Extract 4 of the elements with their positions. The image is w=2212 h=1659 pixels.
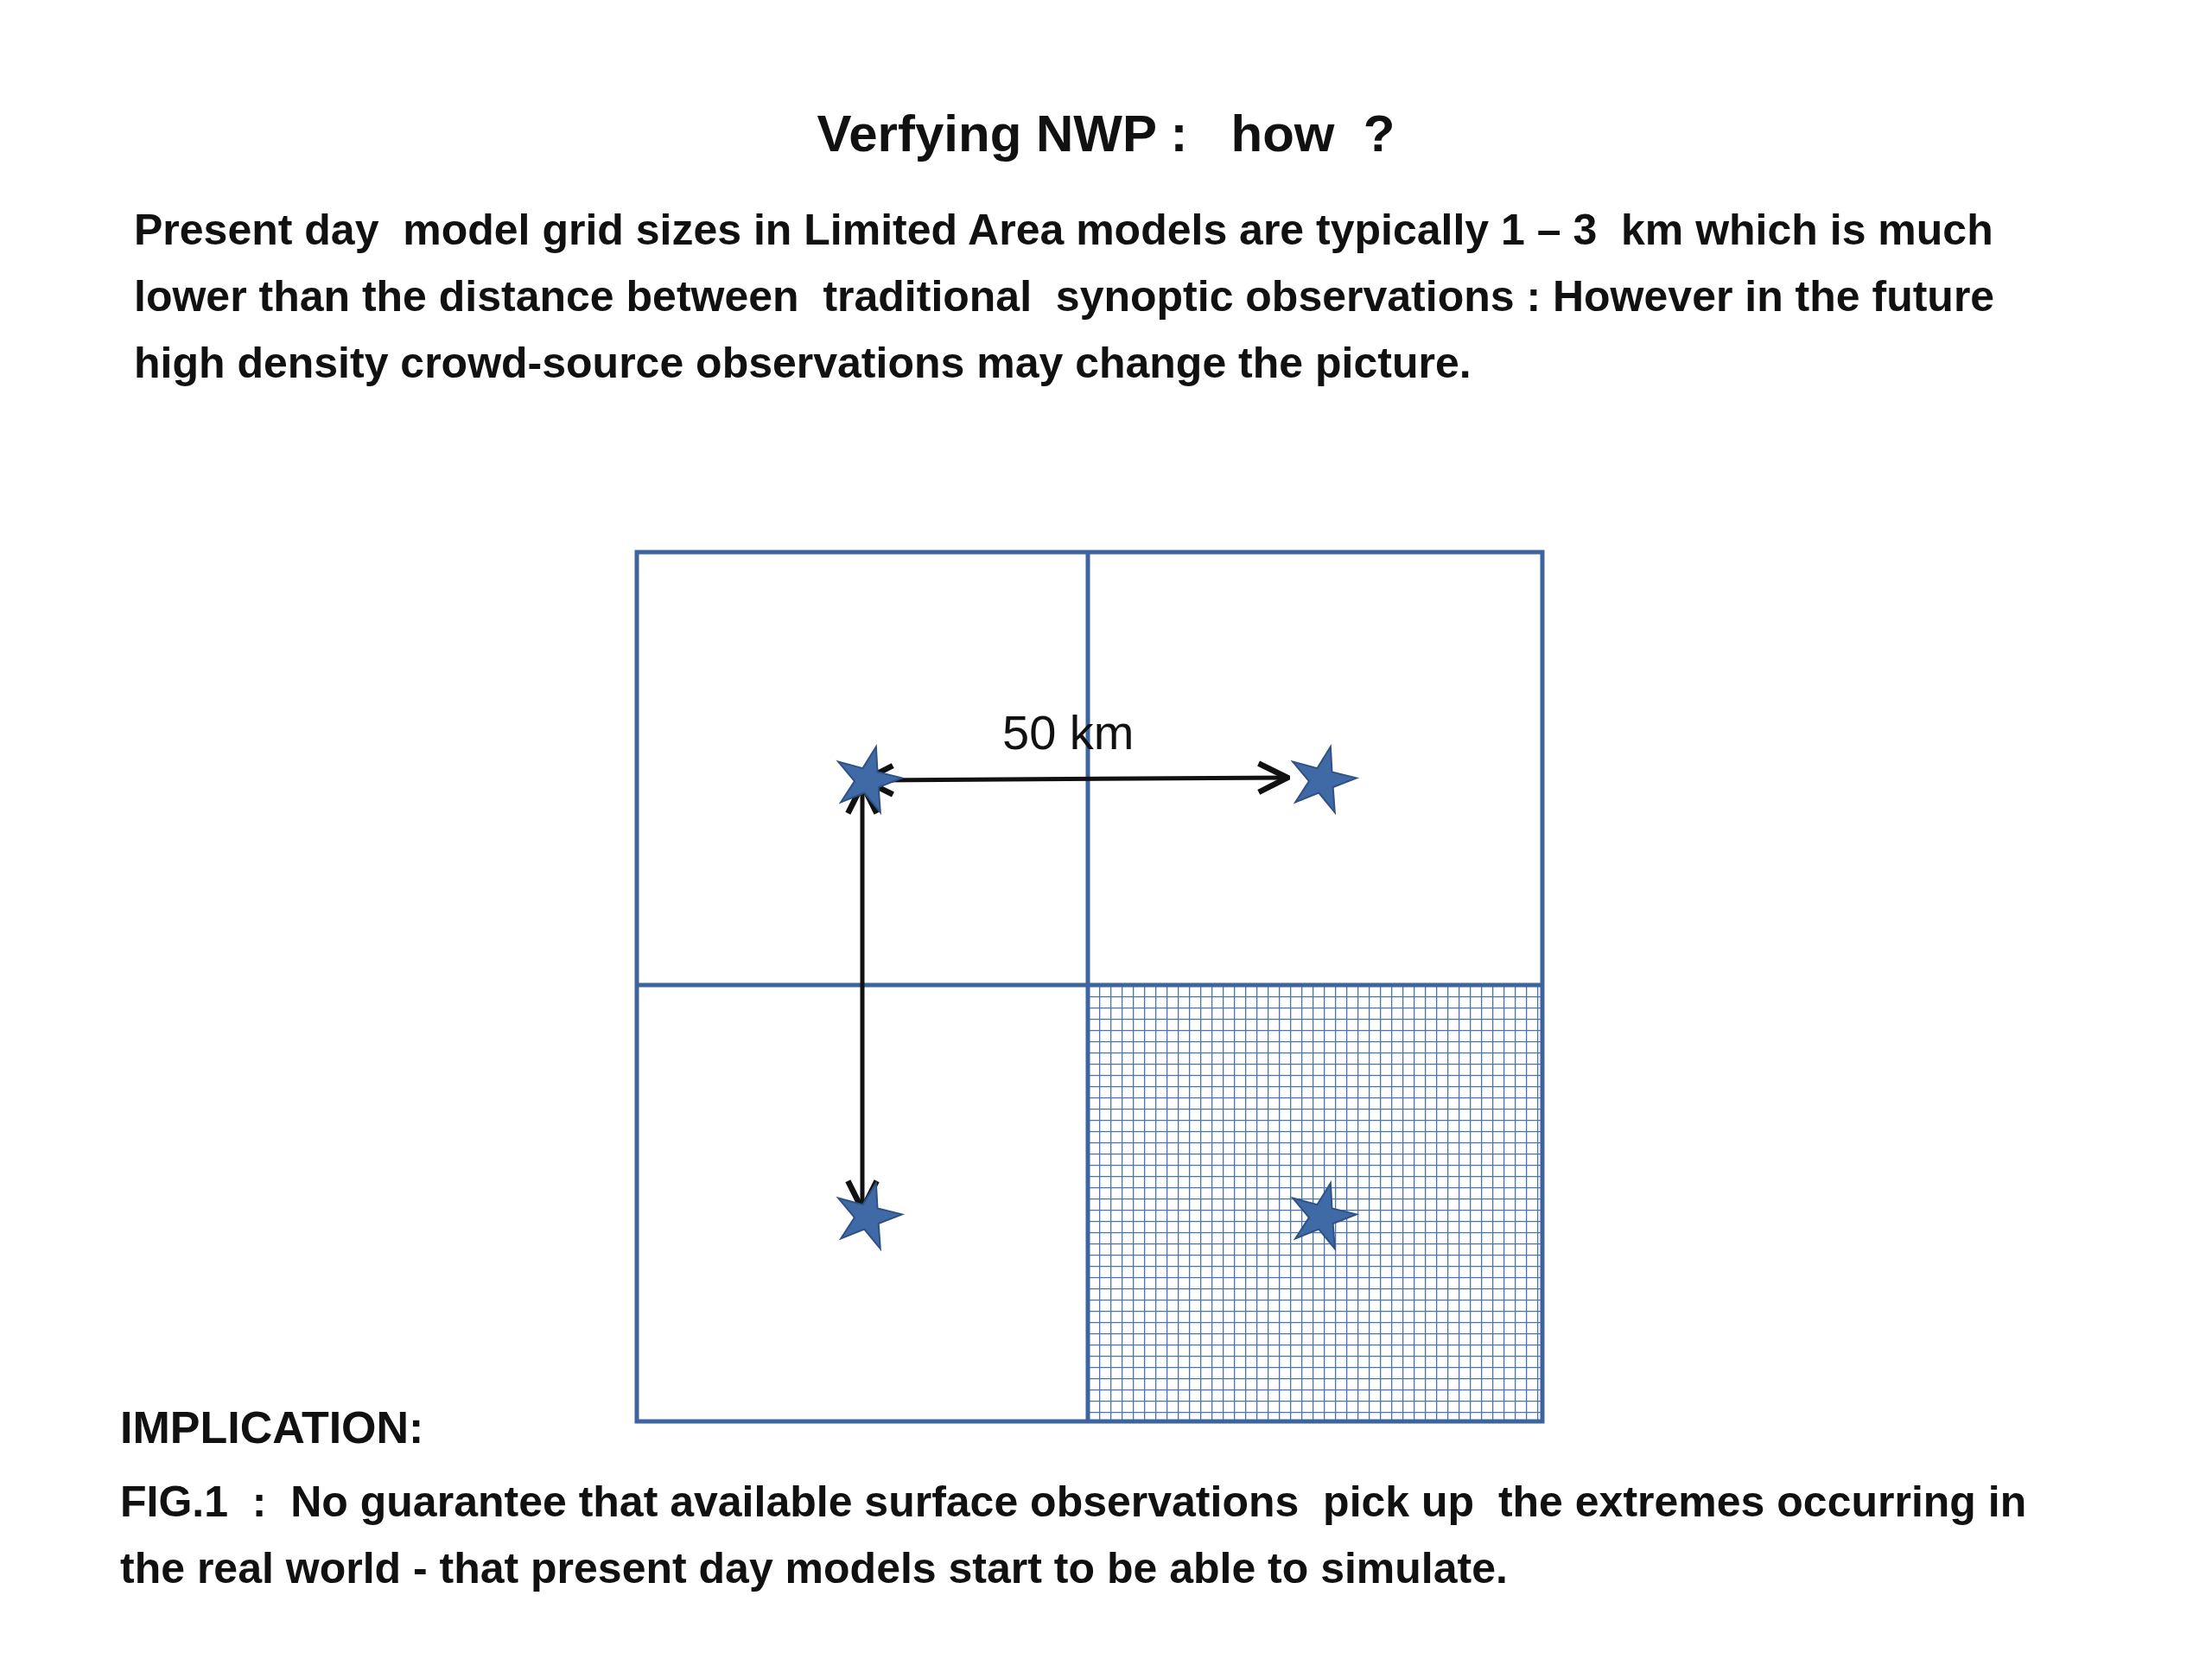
slide-title: Verfying NWP : how ? [816, 104, 1396, 163]
figure-note: FIG.1 : No guarantee that available surface observations pick up the extremes occurring in the real world - that present day models start to be able to simulate. [120, 1477, 2028, 1594]
intro-paragraph: Present day model grid sizes in Limited Area models are typically 1 – 3 km which is much lower than the distance between traditional synoptic observations : However in the future high density crowd-source observations may change the picture. [134, 205, 1996, 389]
implication-heading: IMPLICATION: [120, 1402, 424, 1453]
